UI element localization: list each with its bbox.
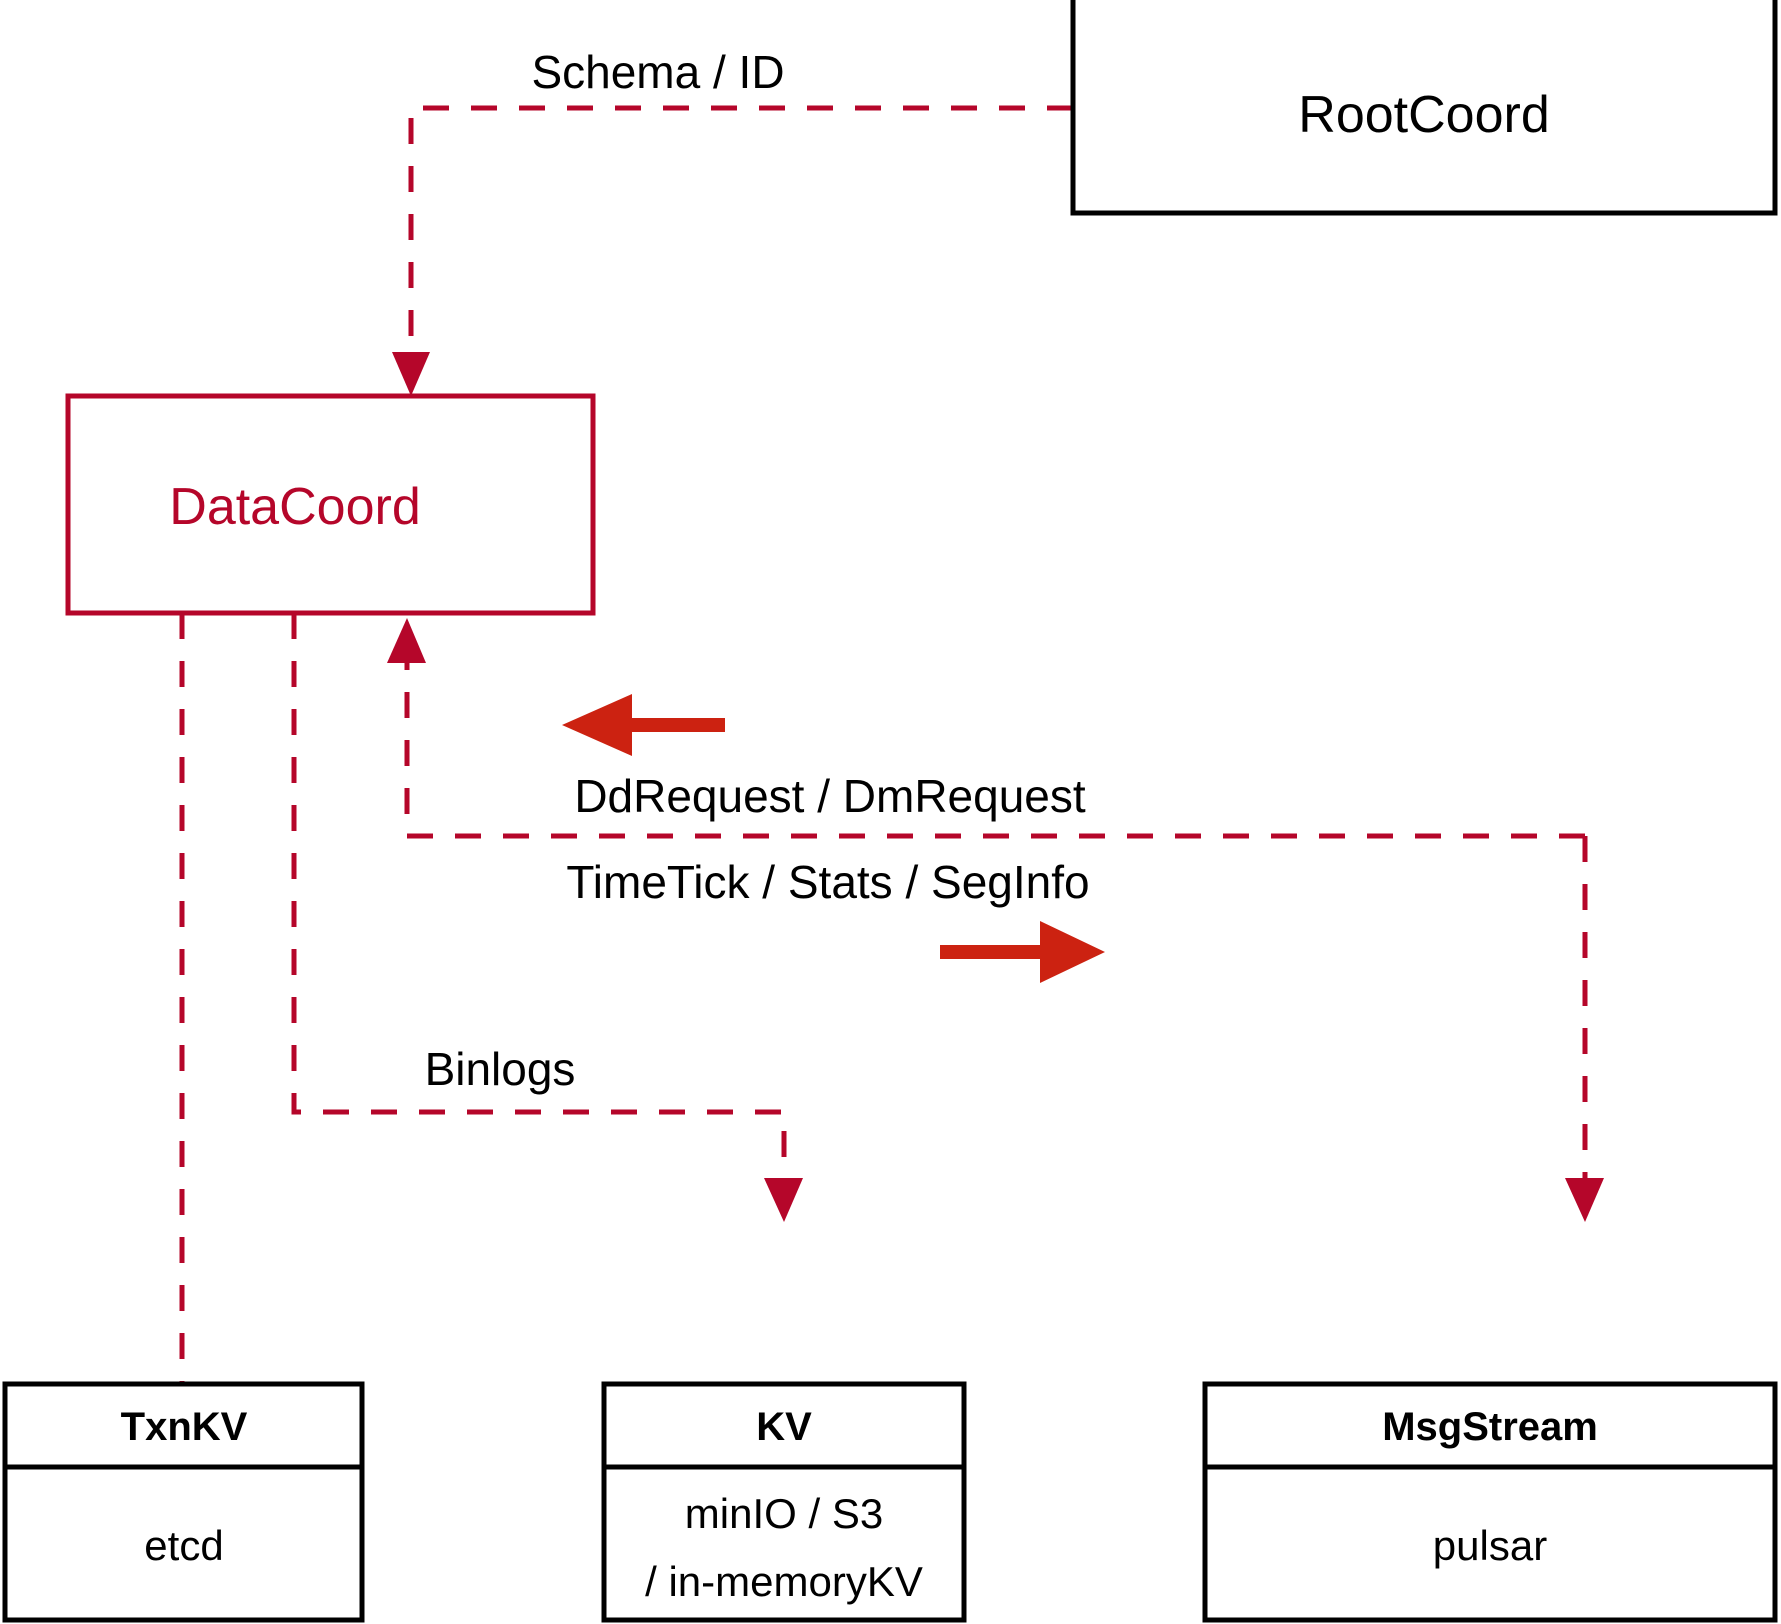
edge-datacoord-to-msgstream [1565,836,1604,1222]
arrowhead-down-kv [764,1178,803,1222]
arrowhead-up-datacoord [387,618,426,663]
node-rootcoord-label: RootCoord [1298,86,1549,144]
node-kv-box[interactable] [601,1381,967,1623]
node-msgstream-box[interactable] [1202,1381,1778,1623]
node-txnkv[interactable]: TxnKV etcd [2,1381,365,1623]
node-datacoord-box[interactable] [65,393,596,616]
node-datacoord-label: DataCoord [169,478,420,536]
node-rootcoord-box[interactable] [1070,0,1778,216]
node-datacoord[interactable]: DataCoord [65,393,596,616]
edge-label-dd-dm-request: DdRequest / DmRequest [574,770,1086,822]
node-rootcoord[interactable]: RootCoord [1070,0,1778,216]
edge-path-ddrequest [404,652,1585,839]
edge-datacoord-to-kv [291,613,803,1222]
edge-rootcoord-to-datacoord [392,105,1073,396]
edge-label-schema-id: Schema / ID [531,46,784,98]
direction-arrow-right-head [1040,921,1105,983]
node-msgstream-header: MsgStream [1382,1405,1598,1449]
node-kv[interactable]: KV minIO / S3 / in-memoryKV [601,1381,967,1623]
edge-msgstream-to-datacoord [387,618,1585,839]
node-msgstream[interactable]: MsgStream pulsar [1202,1381,1778,1623]
node-kv-header: KV [756,1405,812,1449]
node-msgstream-body-line-0: pulsar [1433,1522,1547,1569]
edge-path-binlogs [291,613,787,1190]
direction-arrow-right [940,921,1105,983]
node-txnkv-body-line-0: etcd [144,1522,223,1569]
edge-label-timetick-stats-seginfo: TimeTick / Stats / SegInfo [566,856,1089,908]
direction-arrow-left [562,694,725,756]
node-txnkv-box[interactable] [2,1381,365,1623]
arrowhead-down-msgstream [1565,1178,1604,1222]
node-kv-body-line-0: minIO / S3 [685,1490,883,1537]
edge-label-binlogs: Binlogs [425,1043,576,1095]
arrowhead-down-datacoord [392,352,430,396]
node-kv-body-line-1: / in-memoryKV [645,1558,923,1605]
direction-arrow-left-head [562,694,632,756]
node-txnkv-header: TxnKV [121,1405,248,1449]
edge-path-schema-id [408,105,1073,368]
